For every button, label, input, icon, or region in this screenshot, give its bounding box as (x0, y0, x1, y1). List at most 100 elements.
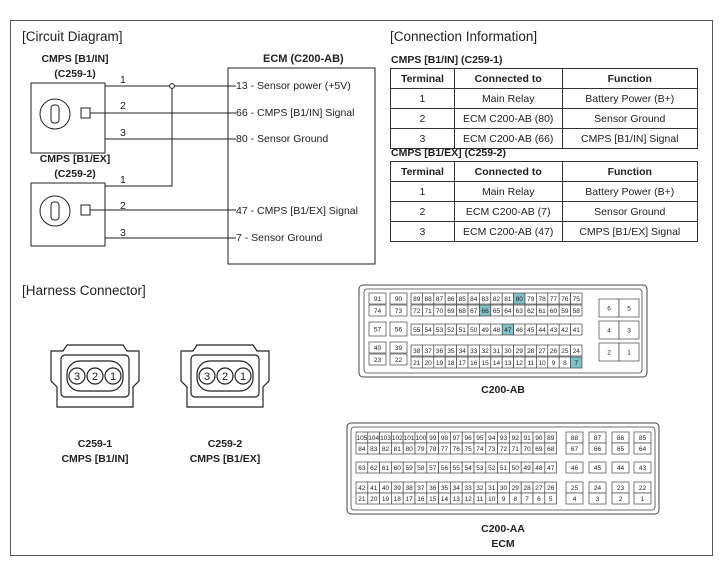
cell-connected-to: ECM C200-AB (7) (453, 201, 563, 222)
c200-ab-pin-44-label: 44 (538, 327, 546, 334)
c200-aa-pin-11-label: 11 (477, 496, 484, 503)
c200-ab-pin-35-label: 35 (447, 348, 455, 355)
c259-1-pin-3 (68, 367, 86, 385)
wire-splice-dot (169, 83, 175, 89)
c200-ab-pin-22 (389, 353, 408, 366)
c200-aa-pin-86-label: 86 (617, 435, 625, 442)
c200-ab-pin-50-label: 50 (470, 327, 478, 334)
c200-aa-pin-27-label: 27 (535, 485, 543, 492)
c200-aa-pin-92-label: 92 (512, 435, 520, 442)
c200-ab-pin-89-label: 89 (413, 296, 421, 303)
c200-aa-pin-45 (588, 461, 607, 474)
cmps-in-sensor-symbol (39, 98, 71, 130)
c200-ab-pin-78-label: 78 (538, 296, 546, 303)
ecm-pin-number: 66 (236, 107, 248, 119)
c200-aa-pin-69-label: 69 (535, 446, 543, 453)
cell-terminal: 3 (390, 128, 455, 149)
c200-ab-pin-53-label: 53 (436, 327, 444, 334)
ecm-pin-description: - CMPS [B1/EX] Signal (247, 205, 358, 217)
c200-aa-pin-96-label: 96 (464, 435, 472, 442)
c200-aa-pin-67 (565, 442, 584, 455)
ecm-pin-description: - Sensor Ground (241, 232, 323, 244)
ecm-pin-number: 47 (236, 205, 248, 217)
wire-num-ex-1: 1 (120, 174, 126, 186)
c200-ab-pin-24-label: 24 (573, 348, 581, 355)
c259-1-face (60, 354, 130, 398)
c200-ab-pin-73-label: 73 (395, 308, 403, 315)
c200-ab-pin-15-label: 15 (481, 360, 489, 367)
c200-aa-pin-67-label: 67 (571, 446, 579, 453)
c200-aa-pin-74-label: 74 (476, 446, 484, 453)
c200-ab-pin-59-label: 59 (561, 308, 569, 315)
c200-aa-pin-23-label: 23 (617, 485, 625, 492)
c200-aa-pin-65 (611, 442, 630, 455)
c200-ab-pin-37-label: 37 (424, 348, 432, 355)
c200-aa-pin-26-label: 26 (547, 485, 555, 492)
table-in-title: CMPS [B1/IN] (C259-1) (391, 54, 503, 66)
ecm-pin-number: 13 (236, 80, 248, 92)
c200-aa-inner (350, 426, 656, 511)
c200-ab-pin-60-label: 60 (550, 308, 558, 315)
c200-ab-pin-3 (618, 320, 640, 340)
c200-ab-caption: C200-AB (481, 384, 525, 396)
c259-1-id: C259-1 (77, 438, 113, 450)
table-row: 2 ECM C200-AB (80) Sensor Ground (390, 108, 699, 129)
c200-aa-pin-89-label: 89 (547, 435, 555, 442)
c200-aa-pin-56-label: 56 (441, 465, 449, 472)
c200-ab-pin-83-label: 83 (481, 296, 489, 303)
c200-ab-pin-74 (368, 304, 387, 317)
c200-ab-pin-79-label: 79 (527, 296, 535, 303)
cell-function: Battery Power (B+) (561, 181, 699, 202)
c200-aa-pin-54-label: 54 (464, 465, 472, 472)
c200-aa-pin-91-label: 91 (523, 435, 531, 442)
c200-ab-pin-91-label: 91 (374, 296, 382, 303)
c200-aa-pin-103-label: 103 (380, 435, 391, 442)
connection-table-in: Terminal Connected to Function 1 Main Re… (390, 68, 699, 149)
c200-ab-pin-27-label: 27 (538, 348, 546, 355)
c200-ab-pin-39 (389, 341, 408, 354)
c200-ab-pin-61-label: 61 (538, 308, 546, 315)
c200-ab-pin-40-label: 40 (374, 345, 382, 352)
cell-connected-to: Main Relay (453, 88, 563, 109)
c200-aa-pin-48-label: 48 (535, 465, 543, 472)
c200-ab-inner (363, 288, 643, 374)
c200-aa-pin-55-label: 55 (453, 465, 461, 472)
c200-aa-pin-24-label: 24 (594, 485, 602, 492)
c200-ab-pin-70-label: 70 (436, 308, 444, 315)
c200-ab-pin-7 (570, 356, 583, 369)
c200-aa-pin-4-label: 4 (573, 496, 577, 503)
c200-aa-pin-14-label: 14 (441, 496, 449, 503)
c200-ab-pin-7-label: 7 (574, 360, 578, 367)
c200-ab-pin-6-label: 6 (607, 306, 611, 313)
c200-ab-pin-72-label: 72 (413, 308, 421, 315)
cell-terminal: 2 (390, 108, 455, 129)
c200-aa-pin-52-label: 52 (488, 465, 496, 472)
c200-ab-pin-55-label: 55 (413, 327, 421, 334)
c200-ab-pin-3-label: 3 (627, 328, 631, 335)
table-ex-title: CMPS [B1/EX] (C259-2) (391, 147, 506, 159)
c200-aa-pin-95-label: 95 (476, 435, 484, 442)
c259-2-id: C259-2 (207, 438, 243, 450)
c200-ab-pin-14-label: 14 (493, 360, 501, 367)
cmps-in-name: CMPS [B1/IN] (41, 53, 109, 65)
c200-aa-pin-50-label: 50 (512, 465, 520, 472)
cell-function: Sensor Ground (561, 201, 699, 222)
wire-power-branch (105, 86, 173, 187)
cell-function: Battery Power (B+) (561, 88, 699, 109)
table-header-row: Terminal Connected to Function (390, 161, 699, 182)
c200-aa-pin-49-label: 49 (523, 465, 531, 472)
c200-aa-caption: C200-AA ECM (463, 522, 543, 552)
c200-aa-pin-25-label: 25 (571, 485, 579, 492)
c200-ab-pin-30-label: 30 (504, 348, 512, 355)
c200-aa-pin-82-label: 82 (382, 446, 390, 453)
c200-ab-pin-28-label: 28 (527, 348, 535, 355)
ecm-pin-80: 80 - Sensor Ground (236, 133, 328, 145)
c200-aa-pin-13-label: 13 (453, 496, 461, 503)
c200-aa-pin-2 (611, 492, 630, 505)
c200-ab-pin-4-label: 4 (607, 328, 611, 335)
c259-1-pin-label: 2 (92, 371, 98, 383)
c200-ab-pin-9-label: 9 (552, 360, 556, 367)
c259-2-pin-label: 3 (204, 371, 210, 383)
c200-aa-pin-101-label: 101 (404, 435, 415, 442)
wire-num-in-1: 1 (120, 74, 126, 86)
